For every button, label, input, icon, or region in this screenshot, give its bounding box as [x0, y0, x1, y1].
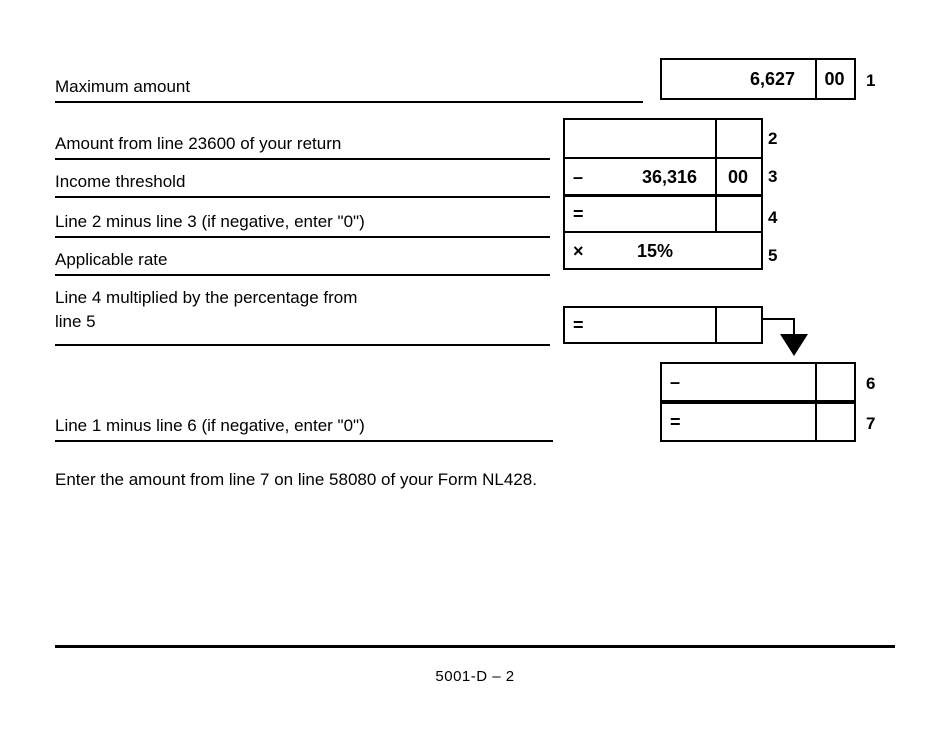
- row-label-line-2: Amount from line 23600 of your return: [55, 134, 342, 153]
- operator-line-4: =: [573, 204, 584, 224]
- row-label-line-3: Income threshold: [55, 172, 186, 191]
- cents-divider-line-3: [715, 157, 717, 196]
- rate-value-line-5: 15%: [637, 240, 674, 261]
- operator-line-6: –: [670, 372, 681, 392]
- row-underline-line-1: [55, 101, 643, 103]
- line-number-2: 2: [768, 129, 778, 148]
- cents-divider-line-5-result: [715, 308, 717, 342]
- line-number-1: 1: [866, 71, 876, 90]
- row-underline-line-2: [55, 158, 550, 160]
- operator-line-7: =: [670, 412, 681, 432]
- amount-box-line-2[interactable]: [565, 118, 761, 159]
- cents-divider-line-7: [815, 404, 817, 440]
- connector-arrowhead-icon: [780, 334, 808, 356]
- amount-box-line-6[interactable]: –: [660, 362, 856, 402]
- amount-box-line-5[interactable]: × 15%: [565, 231, 761, 268]
- amount-box-line-3[interactable]: – 36,316 00: [565, 157, 761, 196]
- cents-divider-line-2: [715, 118, 717, 159]
- row-label-line-7: Line 1 minus line 6 (if negative, enter …: [55, 416, 365, 435]
- line-number-5: 5: [768, 246, 778, 265]
- connector-horizontal: [763, 318, 795, 320]
- amount-value-line-3: 36,316: [641, 166, 697, 187]
- line-number-6: 6: [866, 374, 876, 393]
- amount-box-group-lines-2-5: – 36,316 00 = × 15%: [563, 118, 763, 270]
- amount-box-line-5-result[interactable]: =: [563, 306, 763, 344]
- footer-divider: [55, 645, 895, 648]
- row-label-line-5-result: Line 4 multiplied by the percentage from…: [55, 288, 358, 331]
- row-underline-line-7: [55, 440, 553, 442]
- line-number-3: 3: [768, 167, 778, 186]
- operator-line-5: ×: [573, 240, 584, 261]
- operator-line-3: –: [573, 166, 584, 187]
- cents-divider-line-1: [815, 60, 817, 98]
- cents-divider-line-6: [815, 364, 817, 400]
- amount-value-line-1: 6,627: [749, 69, 795, 89]
- amount-box-line-4[interactable]: =: [565, 194, 761, 233]
- line-number-7: 7: [866, 414, 876, 433]
- footer-form-code: 5001-D – 2: [435, 668, 515, 685]
- row-underline-line-5-result: [55, 344, 550, 346]
- operator-line-5-result: =: [573, 315, 584, 335]
- row-underline-line-3: [55, 196, 550, 198]
- cents-divider-line-4: [715, 195, 717, 233]
- row-label-line-1: Maximum amount: [55, 77, 191, 96]
- cents-value-line-3: 00: [727, 166, 749, 187]
- amount-box-line-7[interactable]: =: [660, 402, 856, 442]
- connector-vertical: [793, 318, 795, 336]
- row-label-line-4: Line 2 minus line 3 (if negative, enter …: [55, 212, 365, 231]
- closing-note: Enter the amount from line 7 on line 580…: [55, 470, 537, 489]
- row-underline-line-5: [55, 274, 550, 276]
- line-number-4: 4: [768, 208, 778, 227]
- amount-box-line-1[interactable]: 6,627 00: [660, 58, 856, 100]
- row-underline-line-4: [55, 236, 550, 238]
- cents-value-line-1: 00: [824, 69, 845, 89]
- row-label-line-5: Applicable rate: [55, 250, 168, 269]
